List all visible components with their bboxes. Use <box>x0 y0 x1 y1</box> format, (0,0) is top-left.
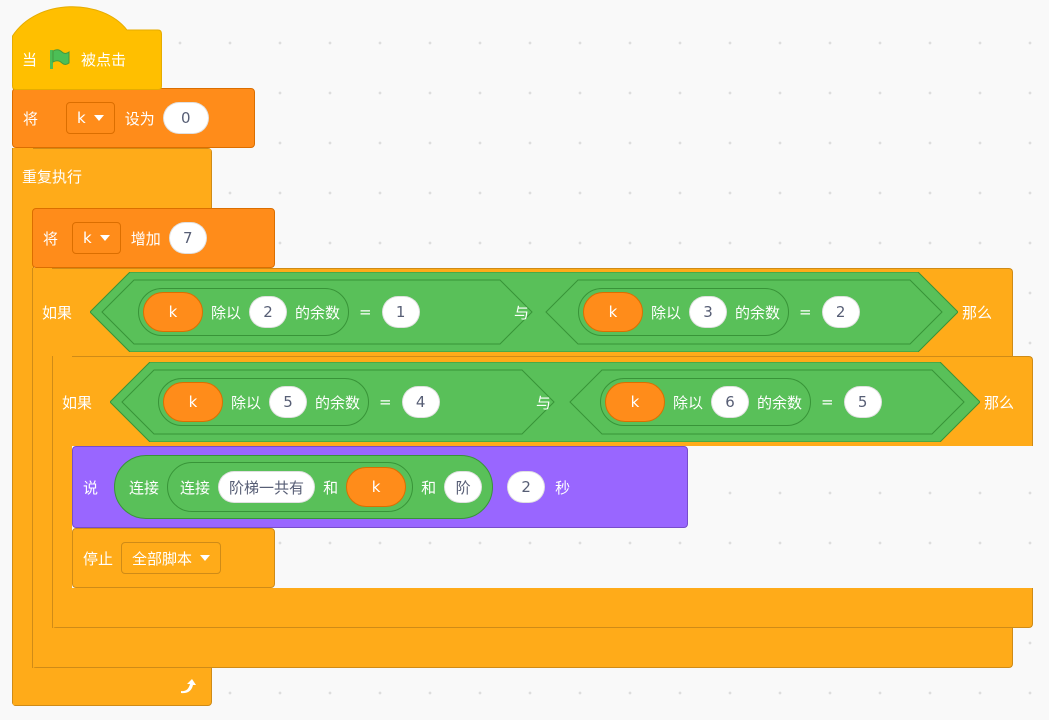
then-label: 那么 <box>962 304 993 322</box>
variable-reporter-k[interactable]: k <box>163 382 223 422</box>
set-prefix-label: 将 <box>23 109 39 128</box>
green-flag-icon <box>50 49 70 69</box>
join-operator-inner[interactable]: 连接 阶梯一共有 和 k <box>167 462 414 512</box>
compare-value-input[interactable]: 4 <box>401 386 440 418</box>
forever-block[interactable]: 重复执行 <box>12 148 212 706</box>
join-operator-outer[interactable]: 连接 连接 阶梯一共有 和 k 和 阶 <box>114 455 494 519</box>
chevron-down-icon <box>200 555 211 561</box>
change-variable-block[interactable]: 将 k 增加 7 <box>32 208 275 268</box>
remainder-label: 的余数 <box>757 393 803 412</box>
remainder-label: 的余数 <box>315 393 361 412</box>
set-to-label: 设为 <box>124 109 155 128</box>
divisor-input[interactable]: 2 <box>249 296 288 328</box>
text-input[interactable]: 阶梯一共有 <box>218 471 316 503</box>
change-prefix-label: 将 <box>43 229 59 248</box>
stop-label: 停止 <box>83 549 114 568</box>
forever-label: 重复执行 <box>22 168 83 186</box>
compare-value-input[interactable]: 1 <box>381 296 420 328</box>
mod-operator[interactable]: k 除以 2 的余数 <box>138 288 350 336</box>
if-label: 如果 <box>42 304 73 322</box>
mod-operator[interactable]: k 除以 3 的余数 <box>578 288 790 336</box>
compare-value-input[interactable]: 2 <box>821 296 860 328</box>
mod-label: 除以 <box>651 303 682 322</box>
text-input[interactable]: 阶 <box>444 471 483 503</box>
if-block-outer[interactable]: 如果 那么 与 k 除以 2 的余数 = 1 k 除以 3 的余数 = 2 <box>32 268 1013 668</box>
chevron-down-icon <box>99 235 110 241</box>
variable-dropdown[interactable]: k <box>72 222 121 254</box>
stop-option-value: 全部脚本 <box>132 549 193 568</box>
equals-label: = <box>799 303 812 321</box>
when-label: 当 <box>22 50 38 69</box>
remainder-label: 的余数 <box>295 303 341 322</box>
say-label: 说 <box>83 478 99 497</box>
and-label: 与 <box>536 394 552 412</box>
set-value-input[interactable]: 0 <box>162 102 209 134</box>
and-label: 与 <box>514 304 530 322</box>
then-label: 那么 <box>984 394 1015 412</box>
divisor-input[interactable]: 6 <box>711 386 750 418</box>
change-value-input[interactable]: 7 <box>168 222 207 254</box>
chevron-down-icon <box>93 115 104 121</box>
if-label: 如果 <box>62 394 93 412</box>
stop-option-dropdown[interactable]: 全部脚本 <box>121 542 222 574</box>
compare-value-input[interactable]: 5 <box>843 386 882 418</box>
stop-block[interactable]: 停止 全部脚本 <box>72 528 275 588</box>
variable-name: k <box>77 109 86 127</box>
divisor-input[interactable]: 3 <box>689 296 728 328</box>
variable-reporter-k[interactable]: k <box>346 467 407 507</box>
say-for-secs-block[interactable]: 说 连接 连接 阶梯一共有 和 k 和 阶 2 秒 <box>72 446 688 528</box>
if-block-inner[interactable]: 如果 那么 与 k 除以 5 的余数 = 4 k 除以 6 的余数 = 5 <box>52 356 1033 628</box>
variable-reporter-k[interactable]: k <box>143 292 203 332</box>
when-flag-clicked-block[interactable]: 当 被点击 <box>12 6 162 90</box>
variable-reporter-k[interactable]: k <box>583 292 643 332</box>
equals-label: = <box>821 393 834 411</box>
set-variable-block[interactable]: 将 k 设为 0 <box>12 88 255 148</box>
mod-label: 除以 <box>231 393 262 412</box>
seconds-label: 秒 <box>555 478 571 497</box>
equals-label: = <box>379 393 392 411</box>
and-label: 和 <box>323 478 339 497</box>
and-label: 和 <box>421 478 437 497</box>
loop-arrow-icon <box>181 679 196 694</box>
clicked-label: 被点击 <box>81 50 127 69</box>
mod-label: 除以 <box>673 393 704 412</box>
seconds-input[interactable]: 2 <box>507 471 546 503</box>
divisor-input[interactable]: 5 <box>269 386 308 418</box>
mod-label: 除以 <box>211 303 242 322</box>
variable-reporter-k[interactable]: k <box>605 382 665 422</box>
join-label: 连接 <box>180 478 211 497</box>
equals-label: = <box>359 303 372 321</box>
variable-dropdown[interactable]: k <box>66 102 115 134</box>
change-by-label: 增加 <box>130 229 161 248</box>
variable-name: k <box>83 229 92 247</box>
mod-operator[interactable]: k 除以 6 的余数 <box>600 378 812 426</box>
remainder-label: 的余数 <box>735 303 781 322</box>
mod-operator[interactable]: k 除以 5 的余数 <box>158 378 370 426</box>
join-label: 连接 <box>129 478 160 497</box>
hat-shape <box>12 6 162 90</box>
